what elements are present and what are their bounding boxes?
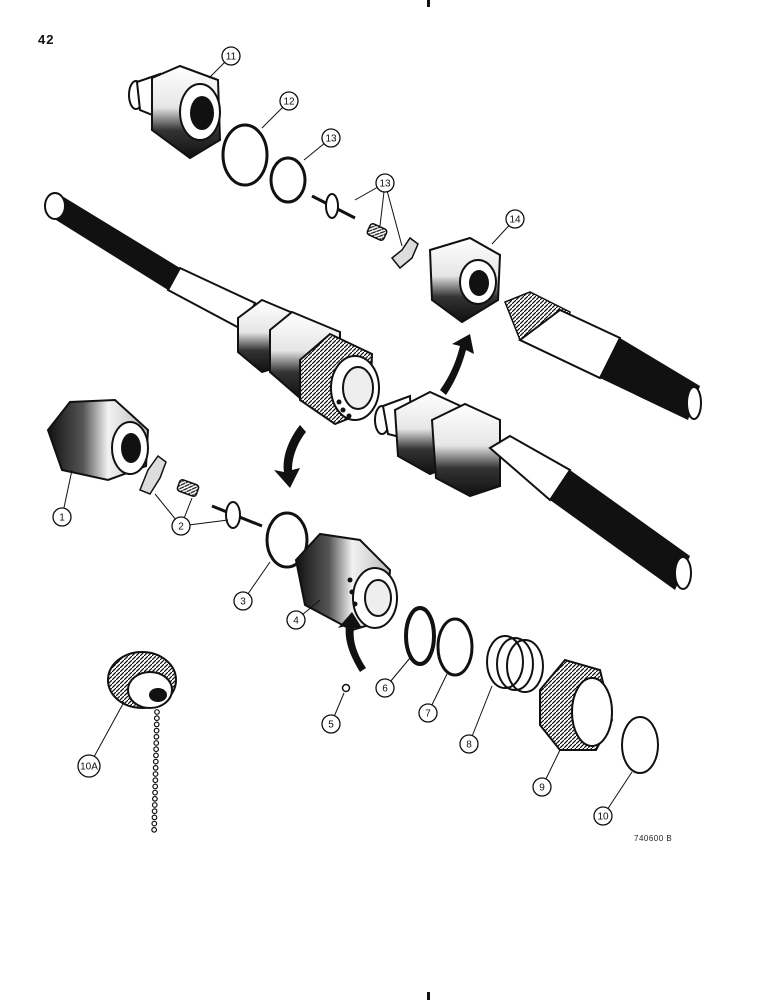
callout-c11: 11 [221,46,241,66]
part-7-retaining-ring [436,617,474,677]
callout-circle [418,703,438,723]
lower-hose-assembly [374,390,692,590]
chain-bead [153,740,160,746]
chain-bead [152,764,159,771]
callout-c7: 7 [418,703,438,723]
callout-circle [233,591,253,611]
registration-mark-bottom [427,992,430,1000]
dust-cap-chain [151,709,160,833]
callout-circle [279,91,299,111]
part-12-o-ring [221,123,269,187]
part-11-adapter [128,64,222,160]
callout-circle [321,128,341,148]
callout-circle [52,507,72,527]
callout-label: 10 [597,812,609,823]
callout-circle [375,678,395,698]
callout-circle [77,754,101,778]
right-hose-assembly [504,291,702,420]
part-5-ball [341,683,351,693]
chain-bead [152,777,159,784]
chain-bead [152,789,158,796]
callout-label: 5 [328,720,334,731]
part-6-o-ring [404,606,436,666]
callout-c5: 5 [321,714,341,734]
callout-label: 1 [59,513,65,524]
callout-circle [321,714,341,734]
callout-c12: 12 [279,91,299,111]
callout-label: 13 [325,134,337,145]
callout-c4: 4 [286,610,306,630]
callout-label: 11 [226,52,237,63]
chain-bead [152,771,159,777]
arrow-up-left [338,612,366,672]
callout-c13a: 13 [321,128,341,148]
part-3-o-ring [265,511,309,569]
callout-c3: 3 [233,591,253,611]
page-number: 42 [38,32,55,47]
part-10a-dust-cap [107,651,177,833]
callout-circle [221,46,241,66]
callout-circle [286,610,306,630]
chain-bead [153,752,159,759]
callout-circle [593,806,613,826]
chain-bead [153,733,160,740]
callout-circle [505,209,525,229]
part-8-spring [486,635,544,693]
callout-label: 3 [240,597,246,608]
callout-label: 9 [539,783,545,794]
callout-label: 6 [382,684,388,695]
part-13-valve-set [311,193,419,270]
callout-c2: 2 [171,516,191,536]
part-13-o-ring [269,156,307,204]
callout-circle [375,173,395,193]
chain-bead [152,783,159,790]
chain-bead [151,826,158,833]
callout-label: 8 [466,740,472,751]
arrow-down [274,425,306,488]
part-9-sleeve [539,658,614,751]
chain-bead [151,808,158,815]
assembly-arrows [274,334,474,672]
chain-bead [153,727,160,734]
callout-c14: 14 [505,209,525,229]
callout-label: 4 [293,616,299,627]
chain-bead [151,795,158,802]
chain-bead [153,746,160,753]
chain-bead [151,820,158,827]
part-1-adapter [46,398,150,482]
callout-c6: 6 [375,678,395,698]
callout-c8: 8 [459,734,479,754]
registration-mark-top [427,0,430,7]
callout-circle [171,516,191,536]
callout-c1: 1 [52,507,72,527]
part-4-coupler-body [294,532,398,632]
callout-label: 10A [80,762,98,773]
adapter-fitting [428,236,502,324]
callout-label: 12 [283,97,295,108]
chain-bead [154,709,160,715]
chain-bead [151,802,158,808]
callout-label: 14 [509,215,521,226]
chain-bead [151,814,158,821]
callout-c10a: 10A [77,754,101,778]
callout-label: 13 [379,179,391,190]
reference-code: 740600 B [634,834,673,843]
part-10-snap-ring [621,716,659,774]
arrow-up-right [440,334,474,395]
callout-label: 2 [178,522,184,533]
callout-c13b: 13 [375,173,395,193]
callout-c10: 10 [593,806,613,826]
part-2-valve-set [139,454,263,529]
chain-bead [153,721,160,728]
chain-bead [152,758,159,765]
callout-label: 7 [425,709,431,720]
callout-circle [532,777,552,797]
upper-hose-assembly [44,192,380,426]
callout-c9: 9 [532,777,552,797]
chain-bead [153,715,160,722]
callout-circle [459,734,479,754]
